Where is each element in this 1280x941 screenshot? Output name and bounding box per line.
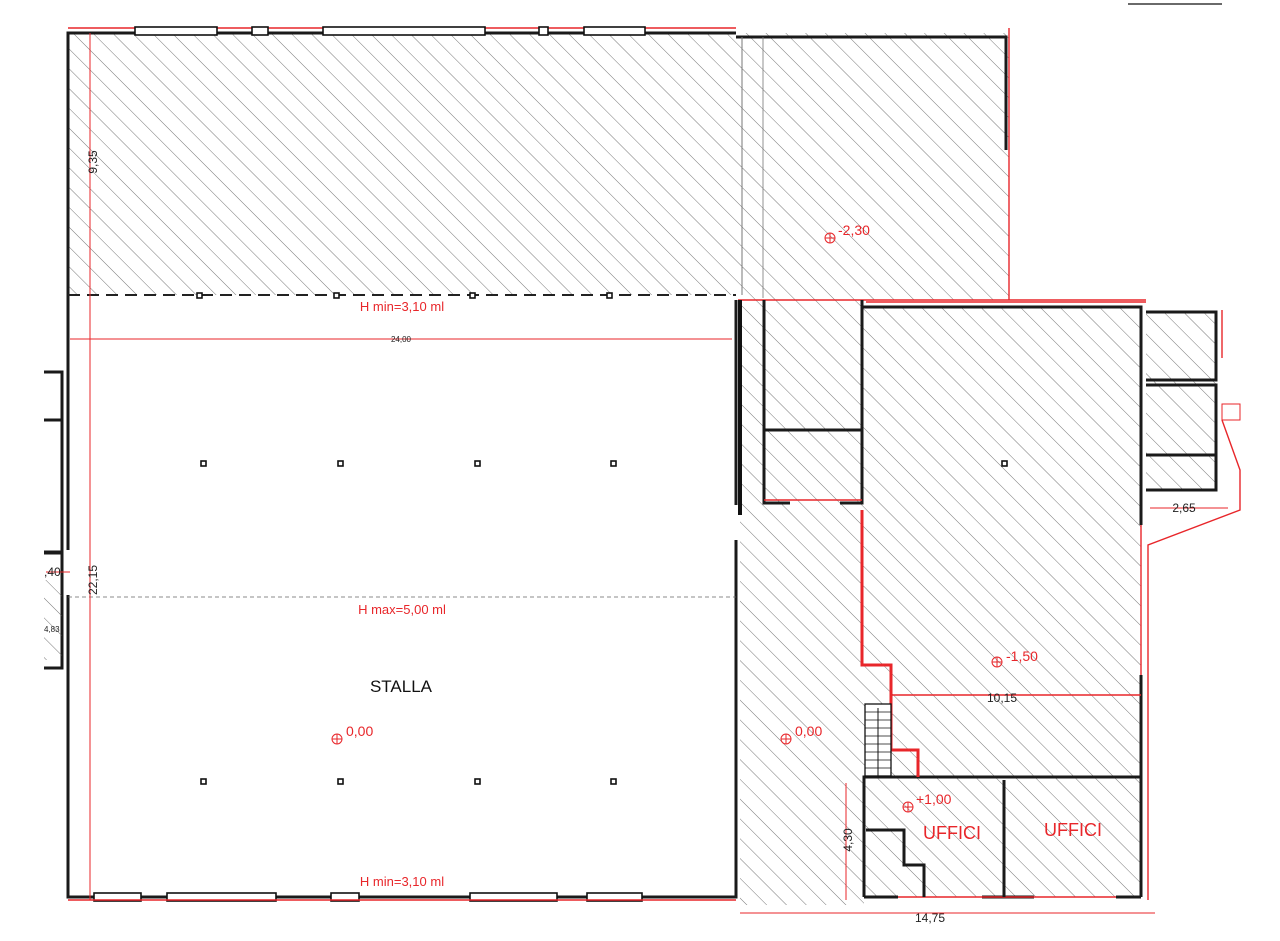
dim-bottom-width: 14,75 — [915, 911, 945, 925]
level-marker-icon — [331, 733, 343, 745]
level-marker-icon — [780, 733, 792, 745]
level-marker-icon — [824, 232, 836, 244]
level-offices: +1,00 — [916, 791, 952, 807]
level-stalla: 0,00 — [346, 723, 373, 739]
level-right-room: -1,50 — [1006, 648, 1038, 664]
level-marker-icon — [902, 801, 914, 813]
dim-left-small-b: 4,83 — [44, 625, 60, 634]
right-wing-walls — [738, 300, 1241, 900]
level-markers — [331, 232, 1003, 813]
room-label-stalla: STALLA — [370, 677, 433, 696]
dimension-lines — [46, 33, 1228, 914]
dim-left-small-a: ,40 — [44, 565, 61, 579]
dim-total-height: 22,15 — [86, 565, 100, 595]
h-max-label: H max=5,00 ml — [358, 602, 446, 617]
dim-top-height: 9,35 — [86, 150, 100, 174]
level-corridor: 0,00 — [795, 723, 822, 739]
level-top-right: -2,30 — [838, 222, 870, 238]
room-label-uffici-right: UFFICI — [1044, 820, 1102, 840]
top-right-block — [736, 28, 1146, 301]
dim-office-height: 4,30 — [841, 828, 855, 852]
room-label-uffici-left: UFFICI — [923, 823, 981, 843]
h-min-bottom-label: H min=3,10 ml — [360, 874, 444, 889]
dim-right-room-width: 10,15 — [987, 691, 1017, 705]
pillars — [196, 292, 1008, 785]
stalla-walls — [44, 26, 738, 902]
dim-stalla-width: 24,00 — [391, 335, 412, 344]
dim-annex-width: 2,65 — [1172, 501, 1196, 515]
hatched-areas — [68, 33, 1216, 905]
h-min-top-label: H min=3,10 ml — [360, 299, 444, 314]
level-marker-icon — [991, 656, 1003, 668]
